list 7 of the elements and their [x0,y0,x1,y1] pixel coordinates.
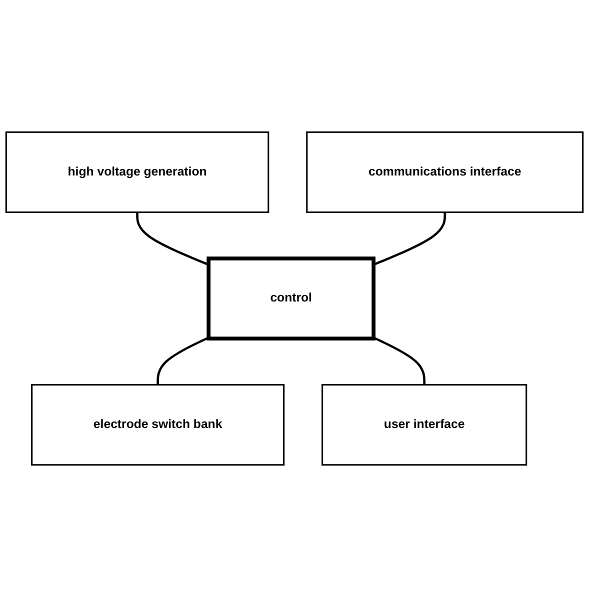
node-box: communications interface [306,131,584,214]
node-box: electrode switch bank [31,384,285,466]
node-box: user interface [322,384,528,466]
connector [373,336,426,385]
connector [156,336,210,385]
node-box: high voltage generation [5,131,270,214]
node-box: control [206,256,376,340]
